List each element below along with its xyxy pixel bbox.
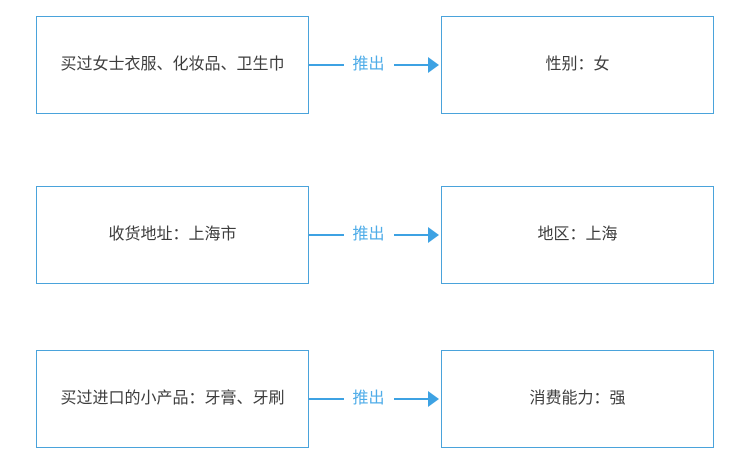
source-box: 收货地址：上海市 (36, 186, 309, 284)
arrow-label: 推出 (352, 56, 385, 73)
inference-arrow: 推出 (309, 16, 441, 114)
arrow-line (393, 234, 429, 236)
arrow-line (393, 64, 429, 66)
target-box: 性别：女 (441, 16, 714, 114)
source-box: 买过进口的小产品：牙膏、牙刷 (36, 350, 309, 448)
arrow-label: 推出 (352, 390, 385, 407)
arrowhead-icon (428, 57, 440, 73)
arrow-line (309, 64, 344, 66)
source-box-label: 收货地址：上海市 (108, 225, 237, 243)
source-box-label: 买过进口的小产品：牙膏、牙刷 (60, 389, 285, 407)
arrowhead-icon (428, 391, 440, 407)
target-box-label: 地区：上海 (537, 225, 618, 243)
inference-row: 买过女士衣服、化妆品、卫生巾 推出 性别：女 (36, 16, 714, 114)
target-box-label: 性别：女 (545, 55, 610, 73)
arrow-line (393, 398, 429, 400)
arrow-line (309, 234, 344, 236)
target-box-label: 消费能力：强 (529, 389, 626, 407)
inference-row: 买过进口的小产品：牙膏、牙刷 推出 消费能力：强 (36, 350, 714, 448)
source-box-label: 买过女士衣服、化妆品、卫生巾 (60, 55, 285, 73)
inference-arrow: 推出 (309, 350, 441, 448)
inference-row: 收货地址：上海市 推出 地区：上海 (36, 186, 714, 284)
arrow-label: 推出 (352, 226, 385, 243)
arrowhead-icon (428, 227, 440, 243)
source-box: 买过女士衣服、化妆品、卫生巾 (36, 16, 309, 114)
inference-arrow: 推出 (309, 186, 441, 284)
target-box: 消费能力：强 (441, 350, 714, 448)
arrow-line (309, 398, 344, 400)
target-box: 地区：上海 (441, 186, 714, 284)
